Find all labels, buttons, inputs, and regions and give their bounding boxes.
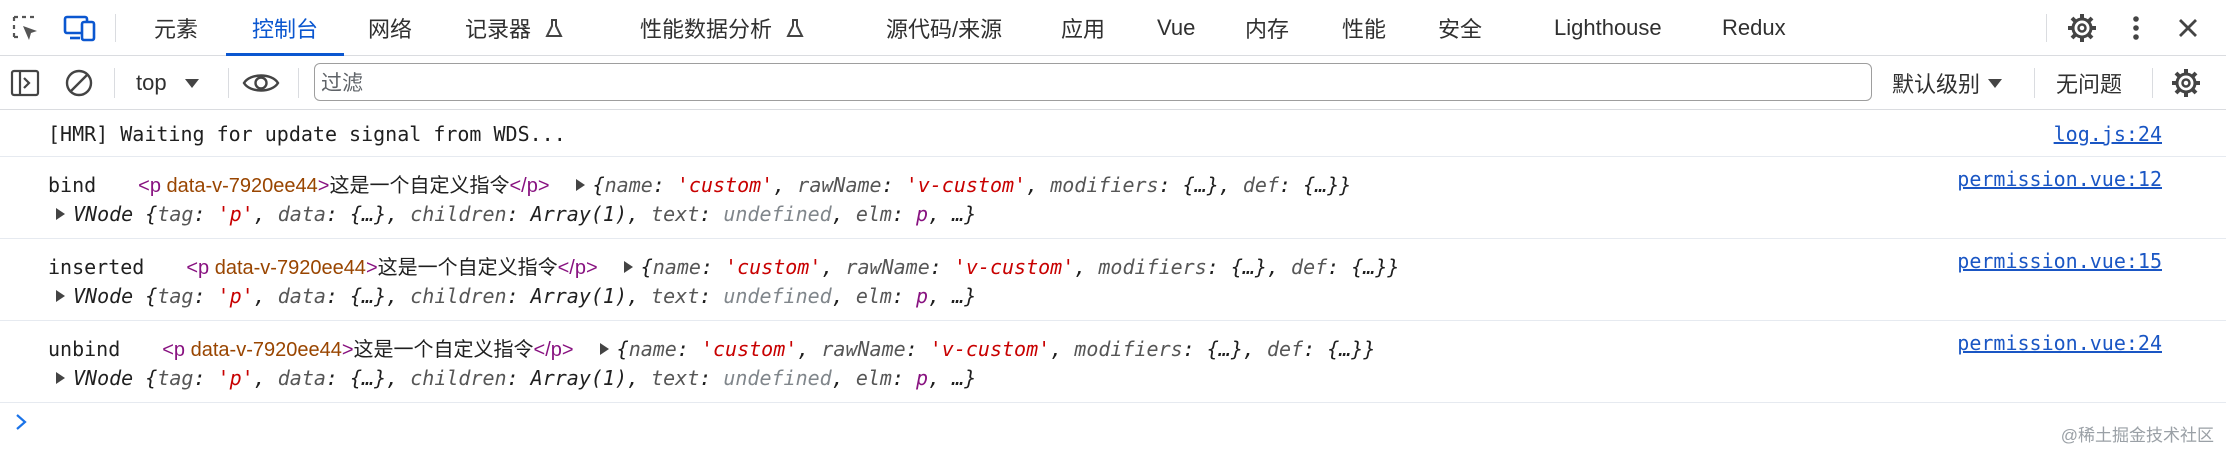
tag-gt: > xyxy=(341,339,354,361)
inspect-element-icon[interactable] xyxy=(10,13,40,43)
console-message: unbind <p data-v-7920ee44>这是一个自定义指令</p> {… xyxy=(0,321,2226,403)
tag-open: <p xyxy=(138,175,161,197)
tab-redux[interactable]: Redux xyxy=(1722,15,1786,40)
binding-object[interactable]: {name: 'custom', rawName: 'v-custom', mo… xyxy=(592,173,1352,197)
expand-triangle-icon[interactable] xyxy=(56,207,65,220)
tag-close: </p> xyxy=(509,175,550,197)
toolbar-divider xyxy=(114,68,115,98)
log-label: inserted xyxy=(48,255,145,279)
log-levels-dropdown[interactable]: 默认级别 xyxy=(1892,56,2004,110)
tab-recorder-label: 记录器 xyxy=(465,17,532,42)
console-message: [HMR] Waiting for update signal from WDS… xyxy=(0,110,2226,157)
tab-memory[interactable]: 内存 xyxy=(1245,17,1290,42)
tab-elements[interactable]: 元素 xyxy=(154,17,199,42)
tag-attribute: data-v-7920ee44 xyxy=(214,257,366,279)
expand-triangle-icon[interactable] xyxy=(599,342,609,355)
filter-placeholder: 过滤 xyxy=(321,72,363,95)
expand-triangle-icon[interactable] xyxy=(623,260,633,273)
expand-triangle-icon[interactable] xyxy=(575,178,585,191)
console-message: bind <p data-v-7920ee44>这是一个自定义指令</p> {na… xyxy=(0,157,2226,239)
log-line: bind <p data-v-7920ee44>这是一个自定义指令</p> {na… xyxy=(48,169,1351,198)
tab-security[interactable]: 安全 xyxy=(1438,17,1483,42)
vnode-line[interactable]: VNode {tag: 'p', data: {…}, children: Ar… xyxy=(56,202,976,226)
flask-icon xyxy=(545,19,563,37)
element-node[interactable]: <p data-v-7920ee44>这是一个自定义指令</p> xyxy=(138,175,549,197)
console-toolbar: top 过滤 默认级别 无问题 xyxy=(0,56,2226,110)
tag-attribute: data-v-7920ee44 xyxy=(190,339,342,361)
expand-triangle-icon[interactable] xyxy=(56,289,65,302)
log-label: unbind xyxy=(48,337,121,361)
tag-attribute: data-v-7920ee44 xyxy=(166,175,318,197)
tab-performance-insights[interactable]: 性能数据分析 xyxy=(640,0,806,56)
filter-input[interactable]: 过滤 xyxy=(314,63,1872,101)
log-levels-label: 默认级别 xyxy=(1892,72,1981,97)
context-selector-value: top xyxy=(136,70,167,95)
tag-text: 这是一个自定义指令 xyxy=(329,175,510,197)
tag-text: 这是一个自定义指令 xyxy=(377,257,558,279)
flask-icon xyxy=(786,19,804,37)
issues-counter[interactable]: 无问题 xyxy=(2056,56,2122,110)
toolbar-divider xyxy=(115,14,116,42)
console-prompt-chevron-icon[interactable] xyxy=(14,412,28,438)
console-message: inserted <p data-v-7920ee44>这是一个自定义指令</p>… xyxy=(0,239,2226,321)
element-node[interactable]: <p data-v-7920ee44>这是一个自定义指令</p> xyxy=(186,257,597,279)
settings-gear-icon[interactable] xyxy=(2066,12,2098,44)
log-line: unbind <p data-v-7920ee44>这是一个自定义指令</p> {… xyxy=(48,333,1375,362)
binding-object[interactable]: {name: 'custom', rawName: 'v-custom', mo… xyxy=(640,255,1400,279)
tab-recorder[interactable]: 记录器 xyxy=(465,0,565,56)
toolbar-divider xyxy=(298,68,299,98)
source-link[interactable]: log.js:24 xyxy=(2053,122,2162,146)
log-text: [HMR] Waiting for update signal from WDS… xyxy=(48,122,566,146)
tag-gt: > xyxy=(365,257,378,279)
sidebar-toggle-icon[interactable] xyxy=(10,68,40,98)
log-label: bind xyxy=(48,173,97,197)
tab-vue[interactable]: Vue xyxy=(1157,15,1196,40)
context-selector[interactable]: top xyxy=(136,56,201,110)
clear-console-icon[interactable] xyxy=(64,68,94,98)
chevron-down-icon xyxy=(184,79,199,88)
tag-text: 这是一个自定义指令 xyxy=(353,339,534,361)
tab-lighthouse[interactable]: Lighthouse xyxy=(1554,15,1662,40)
console-settings-gear-icon[interactable] xyxy=(2170,67,2202,99)
tab-network[interactable]: 网络 xyxy=(368,17,413,42)
toolbar-divider xyxy=(2152,68,2153,98)
source-link[interactable]: permission.vue:15 xyxy=(1957,249,2162,273)
watermark: @稀土掘金技术社区 xyxy=(2060,426,2214,445)
tag-close: </p> xyxy=(557,257,598,279)
more-options-icon[interactable] xyxy=(2124,12,2148,44)
binding-object[interactable]: {name: 'custom', rawName: 'v-custom', mo… xyxy=(616,337,1376,361)
tab-performance[interactable]: 性能 xyxy=(1342,17,1387,42)
tab-application[interactable]: 应用 xyxy=(1061,17,1106,42)
tag-gt: > xyxy=(317,175,330,197)
live-expression-eye-icon[interactable] xyxy=(242,68,280,98)
source-link[interactable]: permission.vue:12 xyxy=(1957,167,2162,191)
toolbar-divider xyxy=(2034,68,2035,98)
tag-open: <p xyxy=(162,339,186,361)
tag-close: </p> xyxy=(533,339,574,361)
vnode-line[interactable]: VNode {tag: 'p', data: {…}, children: Ar… xyxy=(56,366,976,390)
tab-console[interactable]: 控制台 xyxy=(226,0,344,56)
toolbar-divider xyxy=(2046,14,2047,42)
tab-performance-insights-label: 性能数据分析 xyxy=(640,17,773,42)
close-icon[interactable] xyxy=(2172,12,2204,44)
expand-triangle-icon[interactable] xyxy=(56,371,65,384)
tab-sources[interactable]: 源代码/来源 xyxy=(886,17,1003,42)
chevron-down-icon xyxy=(1988,79,2003,88)
toolbar-divider xyxy=(228,68,229,98)
devtools-main-toolbar: 元素 控制台 网络 记录器 性能数据分析 源代码/来源 应用 Vue 内存 性能… xyxy=(0,0,2226,56)
log-line: inserted <p data-v-7920ee44>这是一个自定义指令</p>… xyxy=(48,251,1399,280)
tag-open: <p xyxy=(186,257,210,279)
element-node[interactable]: <p data-v-7920ee44>这是一个自定义指令</p> xyxy=(162,339,573,361)
source-link[interactable]: permission.vue:24 xyxy=(1957,331,2162,355)
vnode-line[interactable]: VNode {tag: 'p', data: {…}, children: Ar… xyxy=(56,284,976,308)
issues-label: 无问题 xyxy=(2056,72,2123,97)
device-toolbar-icon[interactable] xyxy=(62,13,98,43)
